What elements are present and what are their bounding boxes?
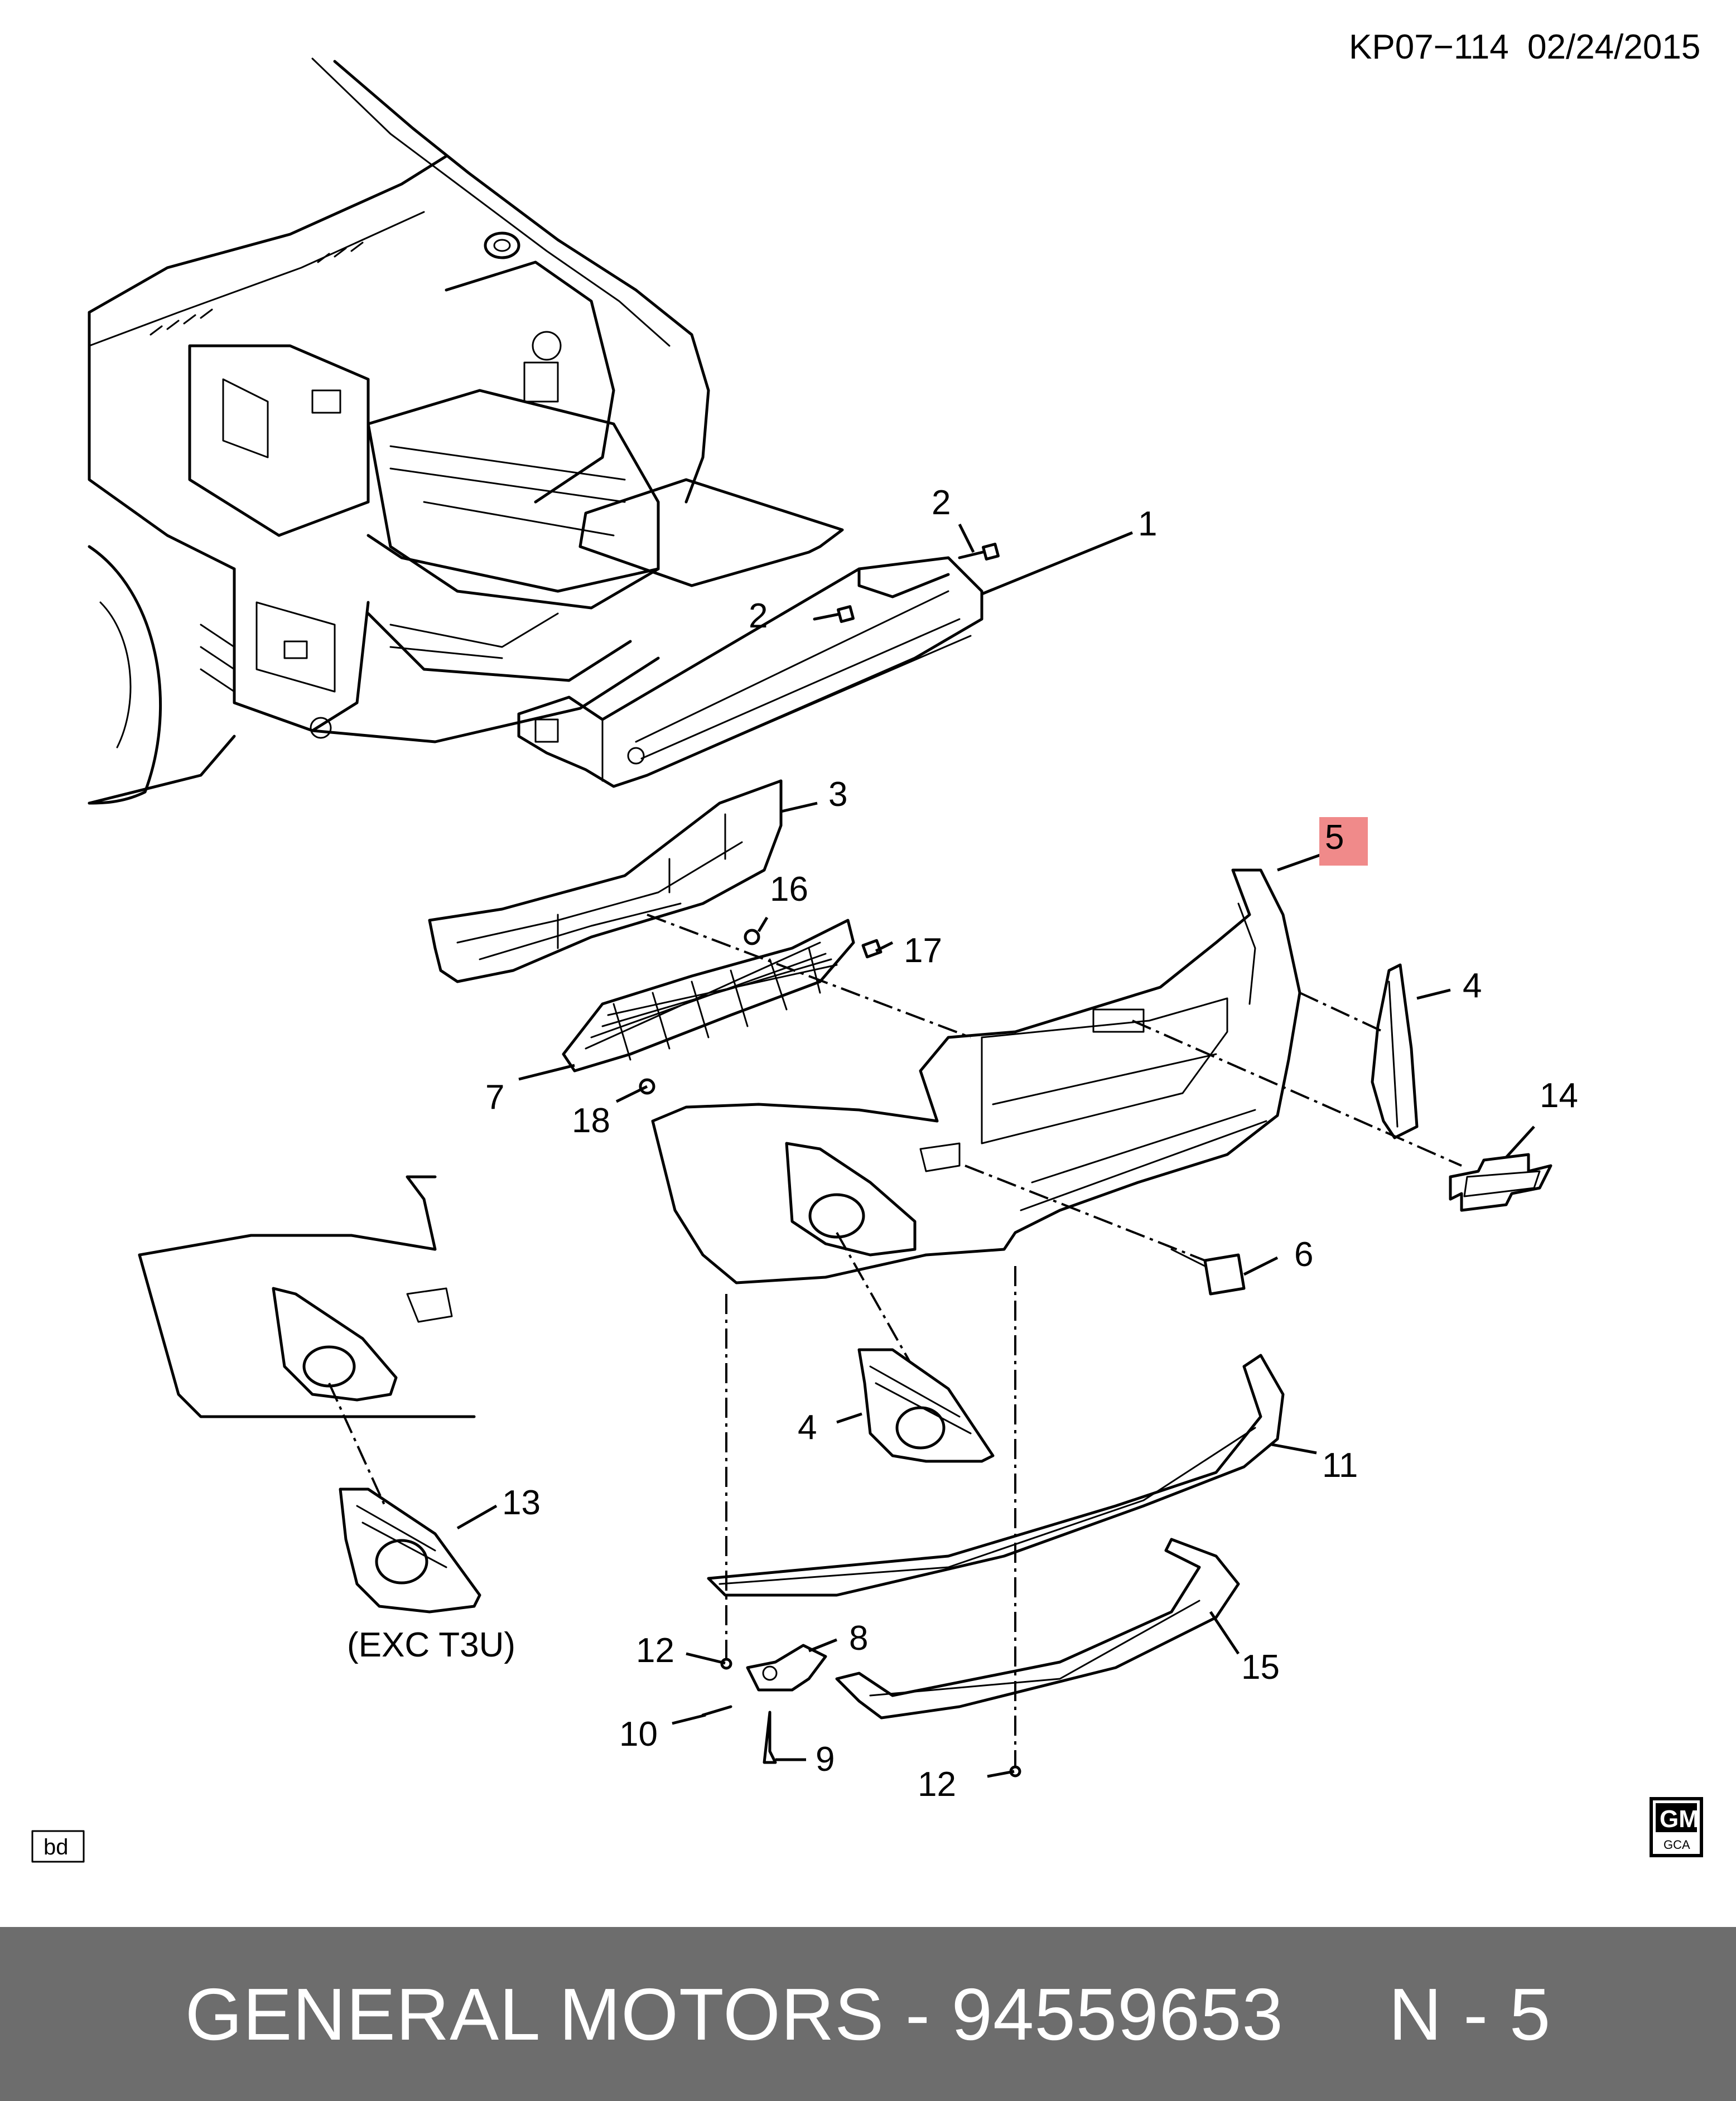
- alignment-line-fog-alt: [328, 1383, 386, 1506]
- diagram-id: KP07−114: [1349, 28, 1509, 66]
- callout-13: 13: [502, 1484, 541, 1522]
- lower-fascia-extension: [835, 1538, 1240, 1720]
- bolt-9: [763, 1711, 777, 1764]
- callout-11: 11: [1322, 1446, 1358, 1485]
- bumper-impact-bar: [517, 556, 983, 788]
- callout-2a: 2: [932, 484, 951, 522]
- fog-lamp-bezel-alt: [339, 1487, 481, 1614]
- callout-8: 8: [849, 1619, 868, 1658]
- callout-10: 10: [619, 1715, 658, 1754]
- footer-bar: GENERAL MOTORS - 94559653 N - 5: [0, 1927, 1736, 2101]
- alignment-line-grille: [647, 914, 971, 1039]
- callout-16: 16: [770, 870, 808, 909]
- diagram-date: 02/24/2015: [1527, 28, 1700, 66]
- emblem: [1449, 1153, 1552, 1212]
- callout-2b: 2: [749, 597, 768, 635]
- nut-17: [861, 939, 883, 959]
- tow-eye-cover: [1170, 1248, 1246, 1296]
- lower-air-deflector: [707, 1354, 1285, 1597]
- alignment-line-side: [1299, 992, 1384, 1033]
- callout-18: 18: [572, 1102, 610, 1140]
- bracket: [746, 1644, 827, 1692]
- callout-6: 6: [1294, 1235, 1313, 1274]
- vehicle-body-structure: [88, 57, 710, 805]
- corner-badge: bd: [31, 1830, 85, 1863]
- callout-9: 9: [816, 1740, 835, 1779]
- clip-16: [744, 929, 760, 945]
- energy-absorber: [428, 779, 783, 983]
- callout-5: 5: [1325, 818, 1344, 857]
- fog-lamp-bezel-center: [857, 1348, 995, 1463]
- callout-3: 3: [828, 775, 847, 814]
- callout-1: 1: [1138, 505, 1157, 543]
- mounting-indicator-box: [578, 478, 844, 587]
- alignment-line-tow: [965, 1165, 1205, 1262]
- fog-lamp-bezel-right: [1371, 963, 1419, 1139]
- gm-logo-top: GM: [1660, 1805, 1699, 1833]
- gm-logo: GM GCA: [1650, 1797, 1703, 1857]
- callout-7: 7: [485, 1078, 504, 1117]
- front-bumper-fascia: [651, 868, 1301, 1284]
- bolt-10: [701, 1705, 732, 1717]
- grille: [562, 919, 855, 1073]
- callout-12a: 12: [636, 1631, 674, 1670]
- callout-5-highlight: [1319, 817, 1368, 866]
- parts-diagram: KP07−114 02/24/2015: [31, 28, 1703, 1863]
- footer-text: GENERAL MOTORS - 94559653 N - 5: [185, 1973, 1551, 2055]
- callout-15: 15: [1241, 1648, 1280, 1687]
- leader-lines: [456, 523, 1535, 1778]
- callout-17: 17: [904, 931, 942, 970]
- callout-4a: 4: [1463, 967, 1482, 1005]
- bolt-lower: [813, 605, 855, 623]
- bolt-upper: [958, 543, 1000, 561]
- callout-14: 14: [1540, 1076, 1578, 1115]
- callout-12b: 12: [918, 1765, 956, 1804]
- variant-note: (EXC T3U): [347, 1626, 515, 1664]
- corner-badge-label: bd: [44, 1835, 69, 1859]
- alt-fascia: [138, 1175, 476, 1418]
- callout-4b: 4: [798, 1408, 817, 1447]
- alignment-line-fog: [836, 1232, 910, 1361]
- gm-logo-bottom: GCA: [1663, 1838, 1690, 1852]
- alignment-line-emblem: [1132, 1020, 1462, 1167]
